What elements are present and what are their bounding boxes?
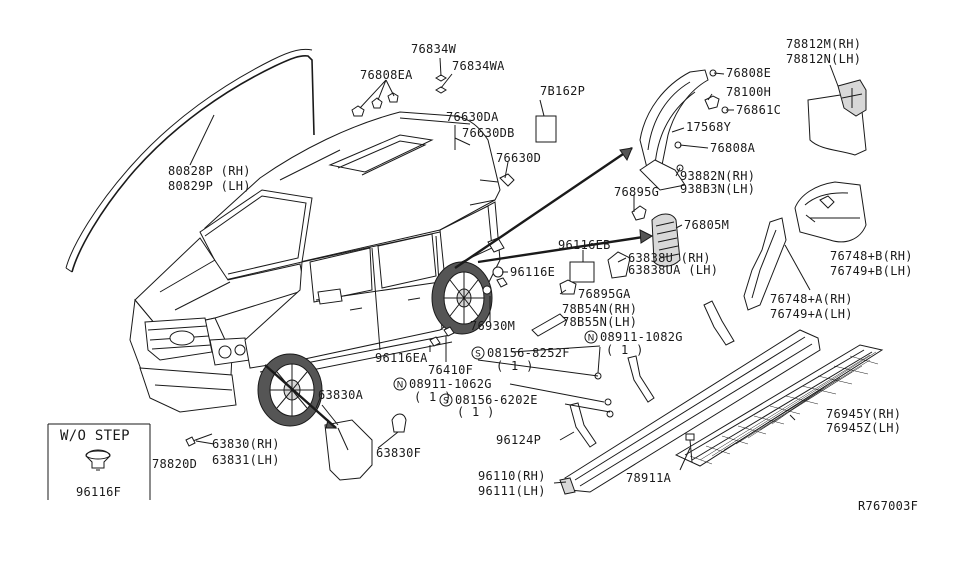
label-76749a: 76749+A(LH) xyxy=(770,307,853,321)
label-76630d: 76630D xyxy=(496,151,541,165)
label-76808ea: 76808EA xyxy=(360,68,413,82)
label-76895g: 76895G xyxy=(614,185,659,199)
roof-molding-drawing xyxy=(65,48,315,273)
label-76930m: 76930M xyxy=(470,319,515,333)
label-76808e: 76808E xyxy=(726,66,771,80)
label-63830a: 63830A xyxy=(318,388,364,402)
label-76808a: 76808A xyxy=(710,141,756,155)
label-17568y: 17568Y xyxy=(686,120,732,134)
front-mudflap-drawing xyxy=(185,404,407,481)
fuel-door-drawing xyxy=(631,205,681,267)
running-board-drawing xyxy=(559,329,821,495)
fender-protector-drawing xyxy=(743,217,787,311)
roof-clips-drawing xyxy=(351,74,447,117)
label-76945z: 76945Z(LH) xyxy=(826,421,901,435)
label-76945y: 76945Y(RH) xyxy=(826,407,901,421)
label-96116e: 96116E xyxy=(510,265,555,279)
label-78854n: 78B54N(RH) xyxy=(562,302,637,316)
label-63830rh: 63830(RH) xyxy=(212,437,280,451)
label-78820d: 78820D xyxy=(152,457,197,471)
label-76630db: 76630DB xyxy=(462,126,515,140)
label-63830f: 63830F xyxy=(376,446,421,460)
label-80828p: 80828P (RH) xyxy=(168,164,251,178)
label-78911a: 78911A xyxy=(626,471,672,485)
label-78100h: 78100H xyxy=(726,85,771,99)
label-96116ea: 96116EA xyxy=(375,351,428,365)
label-96124p: 96124P xyxy=(496,433,541,447)
label-93882n: 93882N(RH) xyxy=(680,169,755,183)
part-labels: 80828P (RH) 80829P (LH) 76808EA 76834W 7… xyxy=(60,37,918,513)
label-08911-1082g-qty: ( 1 ) xyxy=(606,343,644,357)
label-76748b: 76748+B(RH) xyxy=(830,249,913,263)
circled-symbols: S N N S xyxy=(393,330,598,407)
label-76861c: 76861C xyxy=(736,103,781,117)
small-brackets-drawing xyxy=(429,115,631,347)
label-78855n: 78B55N(LH) xyxy=(562,315,637,329)
label-96110: 96110(RH) xyxy=(478,469,546,483)
leader-lines xyxy=(189,57,839,484)
label-80829p: 80829P (LH) xyxy=(168,179,251,193)
label-76895ga: 76895GA xyxy=(578,287,631,301)
rear-mudflap-drawing xyxy=(807,79,867,156)
vehicle-body-drawing xyxy=(129,111,501,413)
step-pad-drawing xyxy=(674,344,884,467)
label-76748a: 76748+A(RH) xyxy=(770,292,853,306)
symbol-n-1: N xyxy=(588,334,595,344)
label-76834w: 76834W xyxy=(411,42,457,56)
pointer-arrows-drawing xyxy=(454,147,654,269)
symbol-s-1: S xyxy=(475,350,481,360)
label-08156-6202e: 08156-6202E xyxy=(455,393,538,407)
rear-splash-guard-drawing xyxy=(794,181,867,243)
label-08156-8252f: 08156-8252F xyxy=(487,346,570,360)
label-76410f: 76410F xyxy=(428,363,473,377)
label-93883n: 938B3N(LH) xyxy=(680,182,755,196)
label-08911-1062g-qty: ( 1 ) xyxy=(414,390,452,404)
label-08911-1082g: 08911-1082G xyxy=(600,330,683,344)
label-76805m: 76805M xyxy=(684,218,729,232)
without-step-inset xyxy=(47,423,151,500)
label-reference-code: R767003F xyxy=(858,499,918,513)
symbol-n-2: N xyxy=(397,381,404,391)
label-08156-6202e-qty: ( 1 ) xyxy=(457,405,495,419)
label-08156-8252f-qty: ( 1 ) xyxy=(496,359,534,373)
label-63831lh: 63831(LH) xyxy=(212,453,280,467)
label-63838u: 63838U (RH) xyxy=(628,251,711,265)
label-wo-step: W/O STEP xyxy=(60,428,130,444)
label-78812n: 78812N(LH) xyxy=(786,52,861,66)
mudflap-arrow xyxy=(264,364,337,429)
step-brackets-drawing xyxy=(569,300,735,463)
label-08911-1062g: 08911-1062G xyxy=(409,377,492,391)
label-76834wa: 76834WA xyxy=(452,59,505,73)
label-96116f: 96116F xyxy=(76,485,121,499)
label-7b162p: 7B162P xyxy=(540,84,585,98)
label-76630da: 76630DA xyxy=(446,110,499,124)
symbol-s-2: S xyxy=(443,397,449,407)
label-78812m: 78812M(RH) xyxy=(786,37,861,51)
label-76749b: 76749+B(LH) xyxy=(830,264,913,278)
label-96111: 96111(LH) xyxy=(478,484,546,498)
label-96116eb: 96116EB xyxy=(558,238,611,252)
inner-fender-drawing xyxy=(639,69,729,191)
label-63838ua: 63838UA (LH) xyxy=(628,263,718,277)
